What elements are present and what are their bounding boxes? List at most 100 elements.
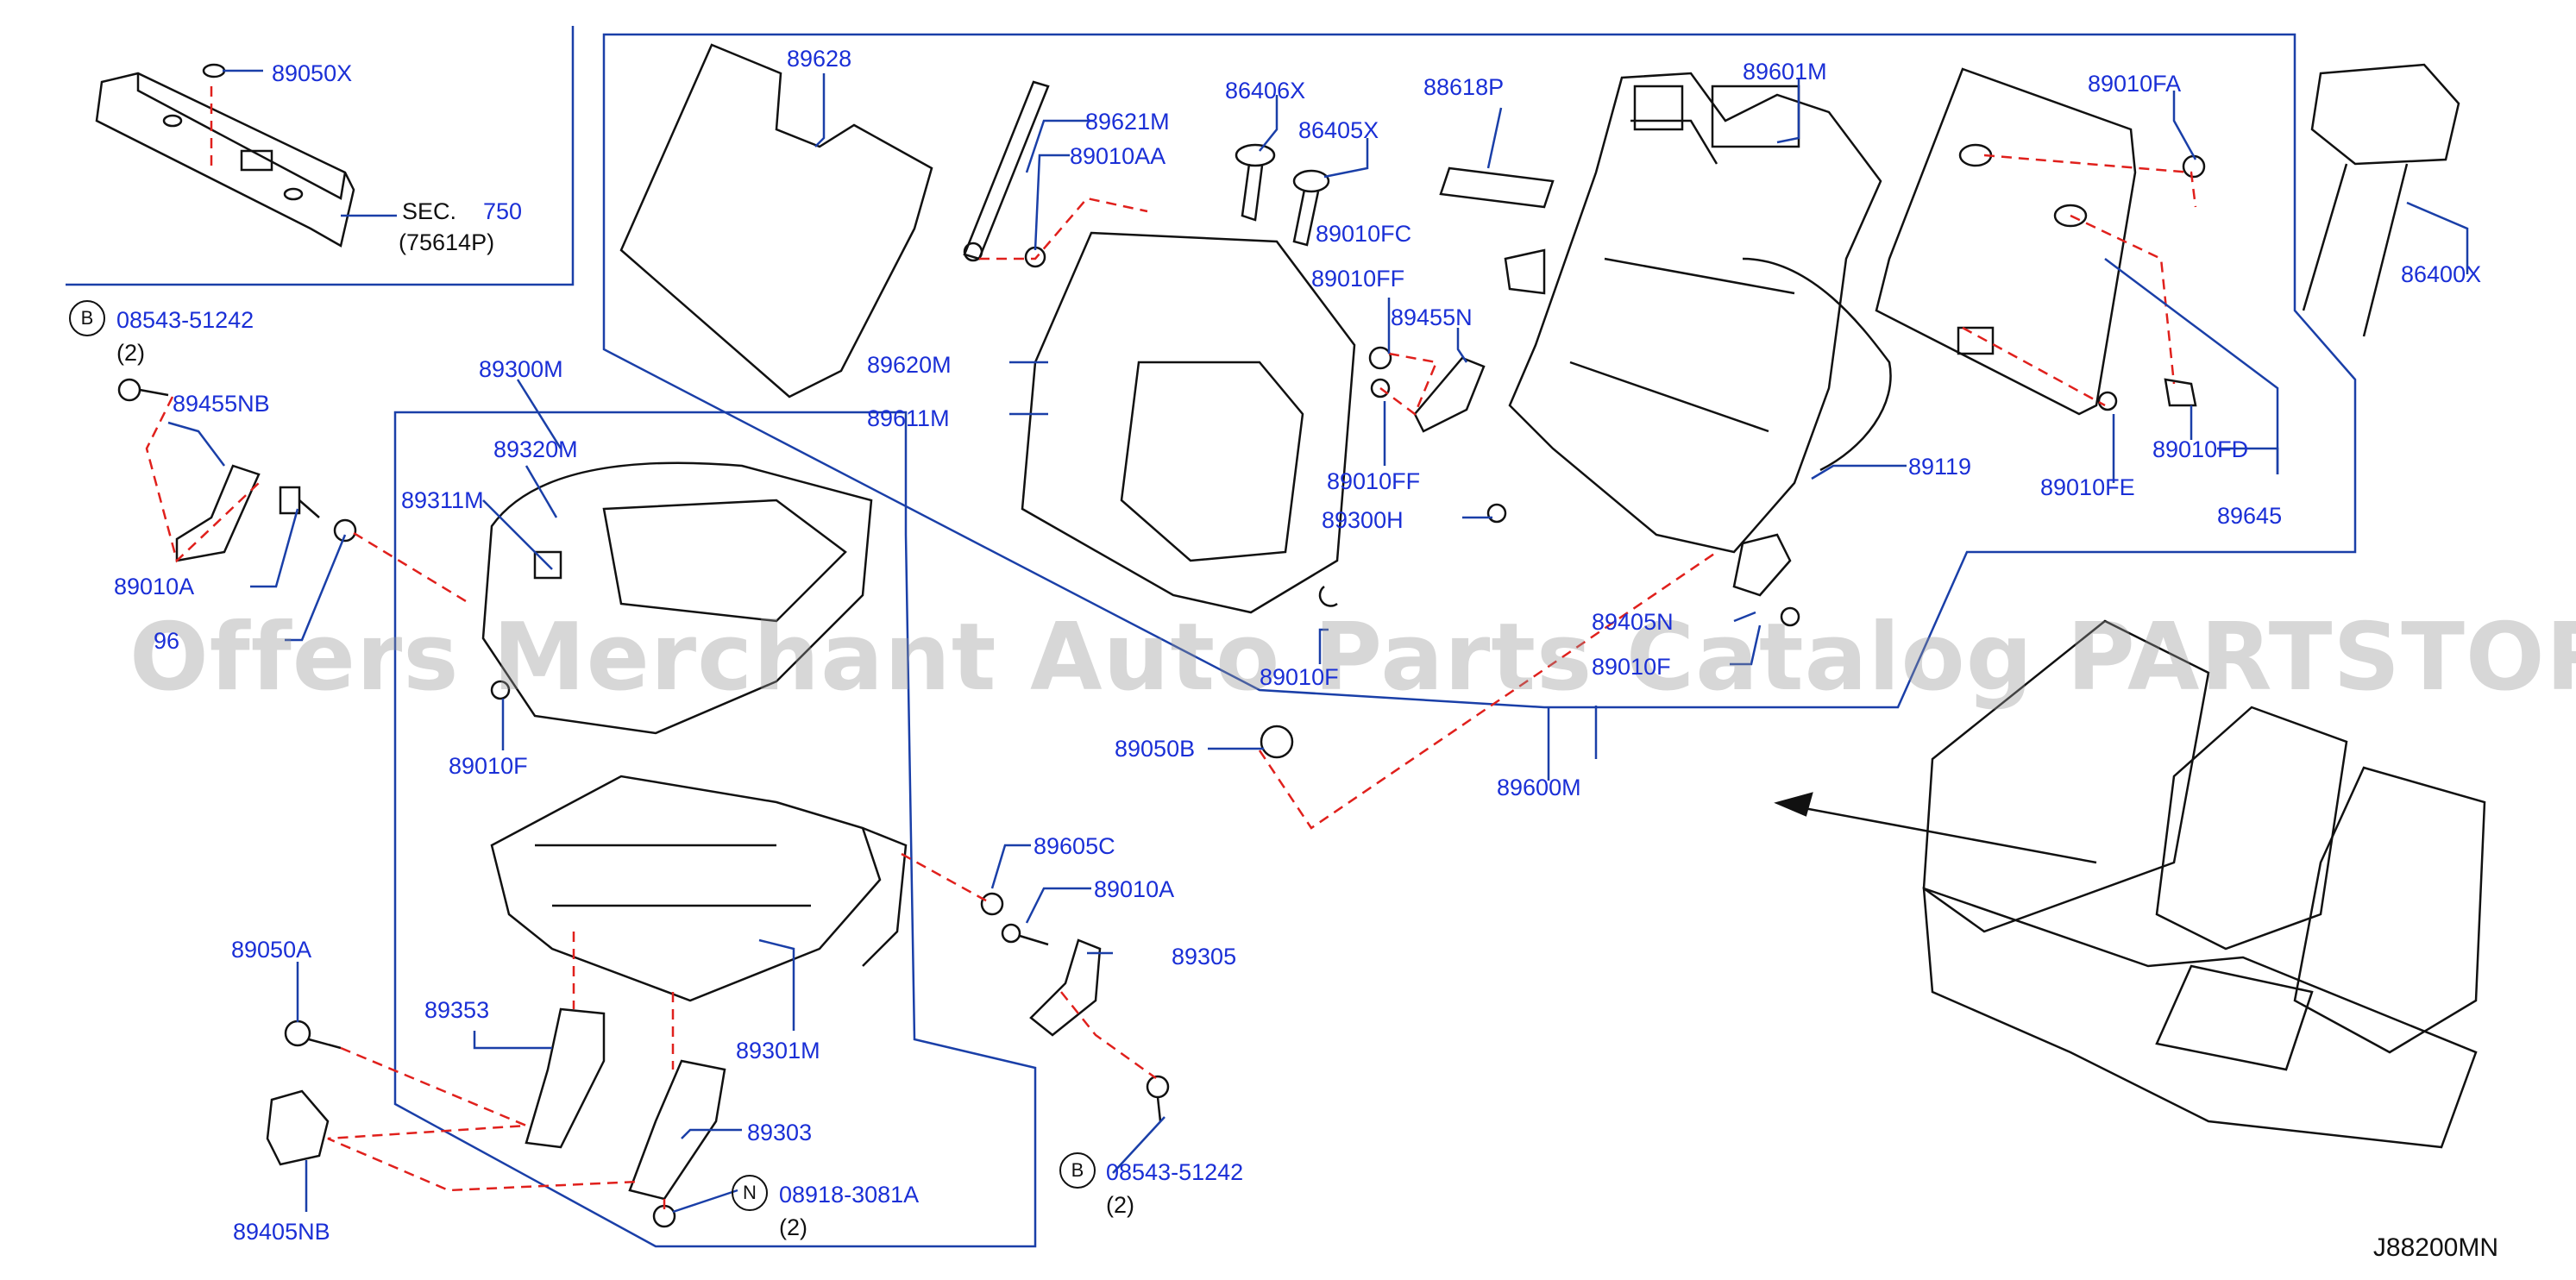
label-89010FC[interactable]: 89010FC [1316,221,1412,247]
bolt-left-drawing [117,378,169,402]
label-89311M[interactable]: 89311M [401,487,484,513]
panel-latch [1957,326,1995,355]
carpet-89628-drawing [619,43,933,398]
diagram-code: J88200MN [2372,1233,2498,1262]
leader-lines [167,69,2469,1214]
label-89010A-center[interactable]: 89010A [1094,876,1175,902]
label-89455N[interactable]: 89455N [1391,304,1473,330]
label-89300M[interactable]: 89300M [479,356,563,382]
label-89303[interactable]: 89303 [747,1120,813,1145]
label-qty-n: (2) [779,1214,807,1240]
label-89010F-right[interactable]: 89010F [1592,654,1671,680]
label-89050B[interactable]: 89050B [1115,736,1196,762]
nut-89050B-drawing [1260,725,1294,759]
label-89455NB[interactable]: 89455NB [173,391,270,417]
trim-panel-drawing [95,63,355,248]
cable-89119-drawing [1742,257,1892,472]
label-89628[interactable]: 89628 [787,46,852,72]
clip-89010FF-bottom [1370,378,1391,398]
guide-86406X-drawing [1235,143,1276,222]
label-89305[interactable]: 89305 [1172,944,1237,969]
bracket-89455NB-drawing [175,464,261,562]
label-88618P[interactable]: 88618P [1423,74,1505,100]
label-89600M[interactable]: 89600M [1497,775,1581,800]
badge-n: N [732,1175,768,1211]
label-86400X[interactable]: 86400X [2401,261,2482,287]
label-qty-b1: (2) [116,340,145,366]
label-bolt-b1[interactable]: 08543-51242 [116,307,254,333]
direction-arrow [1774,792,2097,864]
cushion-inner-drawing [602,499,847,623]
bolt-89050A-drawing [284,1020,342,1050]
label-89301M[interactable]: 89301M [736,1038,820,1064]
bracket-89305-drawing [1029,938,1102,1037]
clip-89010F-right [1780,606,1800,627]
clip-89010FD-drawing [2164,378,2197,407]
label-qty-b2: (2) [1106,1192,1134,1218]
group-boundaries [66,26,2357,1248]
label-89620M[interactable]: 89620M [867,352,952,378]
cushion-frame-drawing [490,775,908,1002]
label-89010FA[interactable]: 89010FA [2088,71,2182,97]
seatback-pad-drawing [1021,231,1356,614]
label-sec-sub: (75614P) [399,229,495,255]
bolt-89010A-center-drawing [1001,923,1049,946]
cushion-pad-drawing [481,461,873,735]
top-left-boundary [66,26,575,286]
label-89405NB[interactable]: 89405NB [233,1219,330,1245]
assembled-seat-drawing [1922,619,2486,1149]
badge-88618P-drawing [1439,166,1555,209]
label-89010FE[interactable]: 89010FE [2040,474,2135,500]
bolt-89300H-drawing [1486,503,1507,524]
label-89010FF-bottom[interactable]: 89010FF [1327,468,1421,494]
label-89645[interactable]: 89645 [2217,503,2283,529]
label-89601M[interactable]: 89601M [1743,59,1827,85]
label-89050A[interactable]: 89050A [231,937,312,963]
clip-89010FE-drawing [2097,391,2118,411]
assembly-dashed-lines [145,86,2197,1216]
label-89050X[interactable]: 89050X [272,60,353,86]
label-89621M[interactable]: 89621M [1085,109,1170,135]
headrest-86400X-drawing [2302,63,2460,337]
clip-89010F-drawing [490,680,511,700]
cover-89405NB-drawing [266,1089,330,1166]
label-86405X[interactable]: 86405X [1298,117,1379,143]
label-89605C[interactable]: 89605C [1034,833,1115,859]
label-nut-n[interactable]: 08918-3081A [779,1182,920,1208]
hinge-89353-drawing [525,1007,606,1149]
label-bolt-b2[interactable]: 08543-51242 [1106,1159,1244,1185]
guide-86405X-drawing [1292,169,1330,247]
cap-89010FC-drawing [1504,248,1546,295]
label-89010F-center[interactable]: 89010F [1260,664,1339,690]
label-89405N[interactable]: 89405N [1592,609,1674,635]
label-86406X[interactable]: 86406X [1225,78,1306,104]
clip-89010AA-drawing [1024,246,1046,268]
label-89119[interactable]: 89119 [1908,454,1972,480]
back-panel-89645-drawing [1875,67,2137,416]
label-89320M[interactable]: 89320M [493,436,578,462]
label-89010F[interactable]: 89010F [449,753,528,779]
label-96[interactable]: 96 [154,628,180,654]
label-89010FF-top[interactable]: 89010FF [1311,266,1405,292]
bracket-89455N-drawing [1413,356,1486,433]
watermark-text: Offers Merchant Auto Parts Catalog PARTS… [129,604,2576,712]
bolt-08543-lower-drawing [1146,1075,1170,1122]
label-89611M[interactable]: 89611M [867,405,950,431]
seatback-group-boundary [602,33,2357,709]
label-89353[interactable]: 89353 [424,997,490,1023]
panel-hole-2 [2053,204,2088,228]
label-89010FD[interactable]: 89010FD [2152,436,2249,462]
rod-end-drawing [963,242,983,262]
label-sec-num[interactable]: 750 [483,198,523,224]
clip-drawings-left [279,486,357,543]
ring-89010F-center [1318,586,1338,607]
clip-89010FF-top [1368,346,1392,370]
clip-89405N-drawing [1732,533,1792,597]
label-89010A-left[interactable]: 89010A [114,574,195,599]
label-89010AA[interactable]: 89010AA [1070,143,1166,169]
badge-b-bottom: B [1059,1152,1096,1189]
label-89300H[interactable]: 89300H [1322,507,1404,533]
seatback-frame-drawing [1508,72,1882,554]
